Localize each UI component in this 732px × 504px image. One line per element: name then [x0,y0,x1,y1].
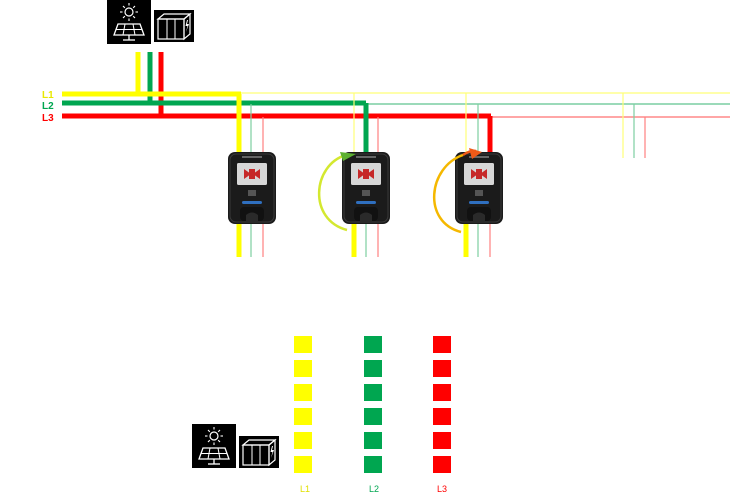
load-block [433,456,451,473]
column-label-l2: L2 [369,484,379,494]
load-block [364,432,382,449]
load-block [364,408,382,425]
solar-panel-icon [191,423,237,469]
load-block [364,360,382,377]
load-block [433,408,451,425]
load-block [433,336,451,353]
phase-label-l3: L3 [42,113,54,124]
column-label-l1: L1 [300,484,310,494]
load-block [294,408,312,425]
load-column-l1 [294,336,312,473]
charger-1 [227,151,277,225]
load-block [364,456,382,473]
charger-3 [454,151,504,225]
load-block [294,336,312,353]
column-label-l3: L3 [437,484,447,494]
battery-storage-icon [238,435,280,469]
phase-rotation-arrow-l1-l2 [317,152,356,232]
load-block [364,336,382,353]
phase-rotation-arrow-l2-l3 [433,148,482,234]
load-column-l2 [364,336,382,473]
load-block [433,432,451,449]
load-block [294,432,312,449]
load-block [433,360,451,377]
load-block [294,456,312,473]
phase-label-l1: L1 [42,90,54,101]
load-column-l3 [433,336,451,473]
charger-2 [341,151,391,225]
load-block [294,384,312,401]
load-block [294,360,312,377]
battery-storage-icon [153,9,195,43]
solar-panel-icon [106,0,152,45]
load-block [433,384,451,401]
phase-label-l2: L2 [42,101,54,112]
load-block [364,384,382,401]
